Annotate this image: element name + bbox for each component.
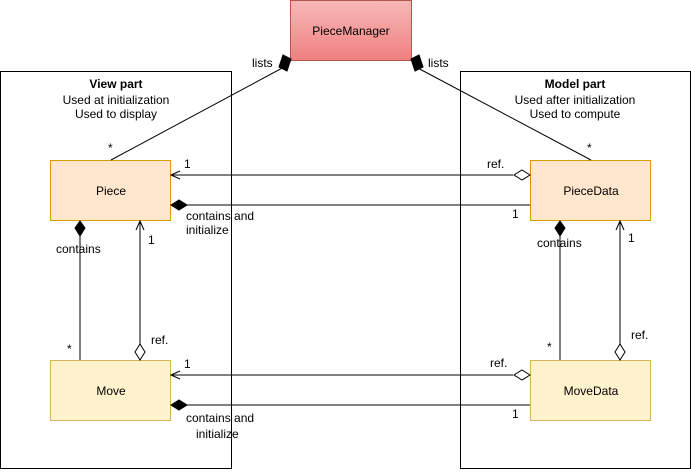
edge-move-data-ref-piece-data: 1 ref. [614, 219, 648, 361]
contains-label: contains [56, 242, 101, 256]
model-part-subtitle-1: Used after initialization [515, 93, 636, 107]
aggregation-diamond [614, 343, 626, 361]
view-part-subtitle-1: Used at initialization [63, 93, 170, 107]
edge-piece-data-contains-move-data: contains * [537, 220, 582, 360]
piece-manager-label: PieceManager [312, 24, 389, 38]
multiplicity-star: * [587, 141, 592, 155]
aggregation-diamond [513, 369, 531, 381]
edge-move-contains-move-data: contains and initialize 1 [170, 399, 530, 441]
edge-piece-data-ref-piece: ref. 1 [169, 157, 531, 181]
multiplicity-one: 1 [512, 207, 519, 221]
multiplicity-star: * [67, 342, 72, 356]
piece-label: Piece [96, 184, 126, 198]
open-arrowhead [169, 370, 181, 380]
ref-label: ref. [631, 328, 648, 342]
composition-diamond [278, 54, 292, 72]
multiplicity-one: 1 [148, 233, 155, 247]
multiplicity-star: * [108, 141, 113, 155]
ref-label: ref. [487, 157, 504, 171]
lists-right-label: lists [428, 56, 449, 70]
lists-left-label: lists [252, 56, 273, 70]
contains-label: contains [537, 236, 582, 250]
ref-label: ref. [490, 356, 507, 370]
move-node[interactable]: Move [50, 360, 171, 421]
multiplicity-one: 1 [184, 357, 191, 371]
piece-node[interactable]: Piece [50, 160, 171, 221]
piece-manager-node[interactable]: PieceManager [290, 0, 412, 61]
edge-manager-piece: lists * [108, 54, 292, 161]
piece-data-label: PieceData [563, 184, 619, 198]
initialize-label: initialize [196, 427, 239, 441]
composition-diamond [170, 399, 188, 411]
view-part-title: View part [89, 77, 142, 91]
model-part-title: Model part [545, 77, 606, 91]
composition-diamond [170, 199, 188, 211]
aggregation-diamond [134, 343, 146, 361]
multiplicity-one: 1 [628, 231, 635, 245]
multiplicity-one: 1 [512, 407, 519, 421]
multiplicity-one: 1 [184, 157, 191, 171]
piece-data-node[interactable]: PieceData [530, 160, 651, 221]
edge-piece-contains-move: contains * [56, 220, 101, 360]
edge-move-ref-piece: 1 ref. [134, 219, 168, 361]
open-arrowhead [615, 219, 625, 231]
open-arrowhead [169, 170, 181, 180]
move-data-node[interactable]: MoveData [530, 360, 651, 421]
contains-and-label: contains and [186, 411, 254, 425]
composition-diamond [410, 54, 424, 72]
composition-diamond [74, 220, 86, 237]
move-data-label: MoveData [564, 384, 619, 398]
initialize-label: initialize [186, 223, 229, 237]
open-arrowhead [135, 219, 145, 231]
edge-manager-piece-data: lists * [410, 54, 592, 161]
contains-and-label: contains and [186, 209, 254, 223]
edge-move-data-ref-move: ref. 1 [169, 356, 531, 381]
model-part-subtitle-2: Used to compute [530, 107, 621, 121]
aggregation-diamond [513, 169, 531, 181]
edge-piece-contains-piece-data: contains and initialize 1 [170, 199, 530, 237]
move-label: Move [96, 384, 126, 398]
ref-label: ref. [151, 333, 168, 347]
view-part-subtitle-2: Used to display [75, 107, 157, 121]
multiplicity-star: * [547, 340, 552, 354]
composition-diamond [554, 220, 566, 237]
